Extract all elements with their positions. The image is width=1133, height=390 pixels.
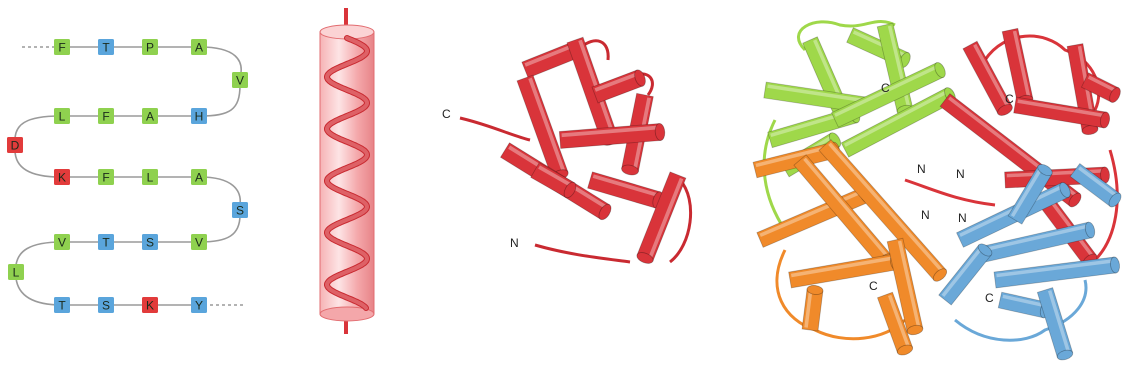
residue-box: K <box>54 169 70 185</box>
sequence-backbone <box>15 47 245 305</box>
monomer-helices <box>501 37 686 265</box>
residue-letter: V <box>58 236 66 250</box>
tetramer-helix-segment <box>789 253 901 288</box>
residue-letter: T <box>102 236 110 250</box>
residue-box: T <box>98 234 114 250</box>
residue-box: A <box>142 108 158 124</box>
tetramer-helix-segment <box>1014 97 1111 129</box>
tetramer-helices <box>753 21 1123 361</box>
helix-cylinder-segment <box>559 123 665 148</box>
residue-letter: K <box>58 171 66 185</box>
residue-letter: A <box>146 110 154 124</box>
residue-letter: A <box>195 171 203 185</box>
residue-box: F <box>98 169 114 185</box>
residue-box: P <box>142 39 158 55</box>
residue-box: L <box>54 108 70 124</box>
residue-letter: K <box>146 299 154 313</box>
residue-box: S <box>98 297 114 313</box>
residue-box: D <box>7 137 23 153</box>
residue-box: T <box>98 39 114 55</box>
c-terminal-tail <box>460 118 530 140</box>
residue-letter: S <box>146 236 154 250</box>
residue-letter: F <box>102 110 109 124</box>
residue-box: T <box>54 297 70 313</box>
residue-letter: D <box>11 139 20 153</box>
residue-box: S <box>232 202 248 218</box>
residue-letter: T <box>58 299 66 313</box>
sequence-diagram: F T P A V L F A H D K F L A S V T S V L T S K Y <box>0 0 270 385</box>
residue-box: H <box>191 108 207 124</box>
tetramer-label-c-orange: C <box>869 279 878 293</box>
residue-letter: F <box>102 171 109 185</box>
residue-box: V <box>191 234 207 250</box>
monomer-panel: C N <box>430 0 710 385</box>
residue-box: A <box>191 169 207 185</box>
residue-box: F <box>98 108 114 124</box>
residue-letter: V <box>236 74 244 88</box>
residue-letter: S <box>236 204 244 218</box>
residue-box: S <box>142 234 158 250</box>
residue-letter: L <box>13 266 20 280</box>
residue-letter: Y <box>195 299 203 313</box>
tetramer-label-n-2: N <box>956 167 965 181</box>
helix-cylinder-panel <box>290 0 420 385</box>
helix-cylinder <box>290 0 420 385</box>
residue-letter: P <box>146 41 154 55</box>
n-terminal-tail <box>535 245 630 262</box>
monomer-structure: C N <box>430 0 710 385</box>
tetramer-label-n-1: N <box>917 162 926 176</box>
residue-box: V <box>54 234 70 250</box>
tetramer-helix-segment <box>994 257 1120 288</box>
tetramer-panel: C C N N N N C C <box>745 0 1133 385</box>
c-terminus-label: C <box>442 107 451 121</box>
tetramer-label-c-red-2: C <box>1005 92 1014 106</box>
tetramer-structure: C C N N N N C C <box>745 0 1133 385</box>
residue-letter: S <box>102 299 110 313</box>
residue-box: A <box>191 39 207 55</box>
residue-box: Y <box>191 297 207 313</box>
residue-letter: A <box>195 41 203 55</box>
tetramer-helix-segment <box>802 285 823 331</box>
sequence-panel: F T P A V L F A H D K F L A S V T S V L T S K Y <box>0 0 270 385</box>
tetramer-label-n-4: N <box>958 211 967 225</box>
tetramer-loop <box>905 180 995 205</box>
residue-box: L <box>8 264 24 280</box>
residue-letter: V <box>195 236 203 250</box>
residue-letter: T <box>102 41 110 55</box>
tetramer-label-n-3: N <box>921 208 930 222</box>
tetramer-helix-segment <box>1037 288 1074 362</box>
residue-letter: H <box>195 110 204 124</box>
residue-box: V <box>232 72 248 88</box>
tetramer-label-c-blue: C <box>985 291 994 305</box>
tetramer-label-c-red-1: C <box>881 81 890 95</box>
residue-letter: L <box>59 110 66 124</box>
residue-letter: L <box>147 171 154 185</box>
residue-box: F <box>54 39 70 55</box>
residue-box: K <box>142 297 158 313</box>
residue-letter: F <box>58 41 65 55</box>
residue-box: L <box>142 169 158 185</box>
n-terminus-label: N <box>510 236 519 250</box>
